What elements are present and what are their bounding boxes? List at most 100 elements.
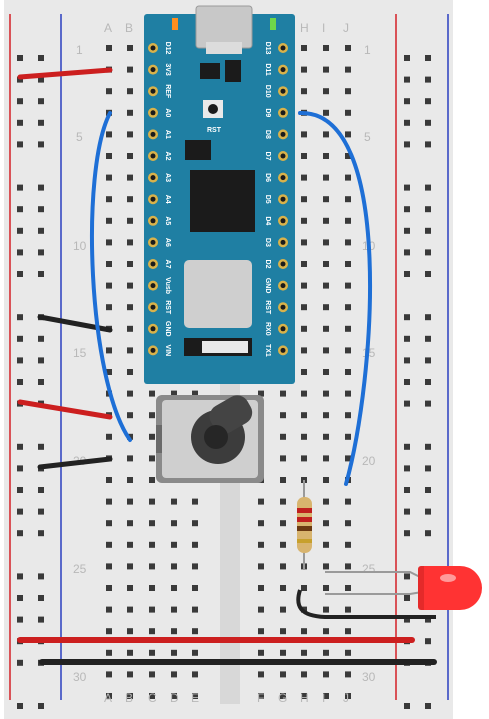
- breadboard-hole: [345, 325, 351, 332]
- arduino-pin-vusb-hole: [150, 283, 156, 289]
- rail-hole: [425, 141, 431, 148]
- rail-hole: [404, 487, 410, 493]
- breadboard-hole: [301, 196, 307, 203]
- breadboard-hole: [258, 541, 264, 548]
- arduino-nano[interactable]: RST D123V3REFA0A1A2A3A4A5A6A7VusbRSTGNDV…: [144, 5, 295, 384]
- resistor-band-2: [297, 517, 312, 522]
- red-wire-1[interactable]: [17, 67, 113, 80]
- breadboard-hole: [106, 693, 112, 699]
- col-label-e-bottom: E: [191, 691, 199, 705]
- arduino-pin-label-right-gnd: GND: [264, 278, 271, 294]
- col-label-i-top: I: [322, 21, 325, 35]
- breadboard-hole: [192, 649, 198, 656]
- breadboard-hole: [127, 239, 133, 246]
- col-label-h-top: H: [300, 21, 309, 35]
- led[interactable]: [296, 566, 482, 619]
- arduino-pin-label-a3: A3: [164, 173, 171, 182]
- breadboard-hole: [149, 606, 155, 613]
- rail-hole: [404, 98, 410, 105]
- arduino-pin-right-gnd-hole: [280, 283, 286, 289]
- rail-hole: [17, 659, 23, 666]
- resistor-band-3: [297, 526, 312, 531]
- rail-hole: [17, 443, 23, 450]
- breadboard-hole: [323, 369, 329, 375]
- rail-hole: [404, 703, 410, 709]
- breadboard-hole: [192, 628, 198, 635]
- arduino-pin-a7-hole: [150, 261, 156, 267]
- blue-wire-left[interactable]: [90, 111, 132, 442]
- breadboard-hole: [127, 628, 133, 635]
- breadboard-hole: [323, 455, 329, 462]
- rail-hole: [17, 76, 23, 83]
- header-connector-slot: [202, 341, 248, 353]
- breadboard-hole: [323, 217, 329, 224]
- arduino-pin-label-right-d11: D11: [264, 63, 271, 76]
- breadboard-hole: [127, 304, 133, 311]
- led-ground-wire[interactable]: [296, 589, 436, 619]
- breadboard-hole: [301, 693, 307, 699]
- potentiometer[interactable]: [156, 391, 264, 483]
- red-wire-2[interactable]: [17, 399, 113, 420]
- breadboard-hole: [345, 455, 351, 462]
- led-highlight: [440, 574, 456, 582]
- rail-hole: [425, 227, 431, 234]
- black-wire-2[interactable]: [37, 456, 113, 470]
- rail-hole: [38, 76, 44, 83]
- rail-hole: [404, 616, 410, 623]
- resistor[interactable]: [297, 480, 312, 570]
- arduino-pin-label-a1: A1: [164, 130, 171, 139]
- breadboard-hole: [301, 585, 307, 591]
- arduino-pin-right-d4-hole: [280, 218, 286, 224]
- breadboard-hole: [280, 693, 286, 699]
- breadboard-hole: [106, 433, 112, 440]
- rail-hole: [38, 443, 44, 450]
- rail-hole: [404, 335, 410, 342]
- breadboard-hole: [106, 606, 112, 613]
- blue-wire-right[interactable]: [298, 110, 373, 486]
- rail-hole: [404, 227, 410, 234]
- arduino-pin-label-right-d3: D3: [264, 238, 271, 247]
- breadboard-hole: [323, 628, 329, 635]
- col-label-h-bottom: H: [300, 691, 309, 705]
- breadboard-hole: [171, 563, 177, 570]
- breadboard-hole: [301, 131, 307, 138]
- col-label-f-bottom: F: [257, 691, 264, 705]
- breadboard-hole: [323, 606, 329, 613]
- rail-hole: [38, 98, 44, 105]
- breadboard-hole: [323, 131, 329, 138]
- arduino-pin-a4-hole: [150, 196, 156, 202]
- arduino-pin-right-d2-hole: [280, 261, 286, 267]
- arduino-pin-label-right-d9: D9: [264, 108, 271, 117]
- rail-hole: [17, 227, 23, 234]
- rail-hole: [38, 249, 44, 256]
- arduino-pin-a2-hole: [150, 153, 156, 159]
- breadboard-hole: [192, 390, 198, 397]
- breadboard-hole: [127, 45, 133, 51]
- breadboard-hole: [345, 131, 351, 138]
- breadboard-hole: [258, 498, 264, 505]
- row-label-25-right: 25: [362, 562, 376, 576]
- rail-hole: [404, 141, 410, 148]
- rail-hole: [425, 271, 431, 277]
- rail-hole: [404, 271, 410, 277]
- breadboard-hole: [149, 455, 155, 462]
- rail-hole: [38, 357, 44, 364]
- breadboard-hole: [345, 66, 351, 73]
- rail-hole: [38, 271, 44, 277]
- arduino-pin-label-a7: A7: [164, 260, 171, 269]
- rail-hole: [17, 249, 23, 256]
- reset-button-cap[interactable]: [208, 104, 218, 114]
- breadboard-hole: [171, 498, 177, 505]
- rail-hole: [17, 184, 23, 191]
- arduino-pin-label-a6: A6: [164, 238, 171, 247]
- breadboard-hole: [149, 671, 155, 678]
- col-label-b-top: B: [125, 21, 133, 35]
- arduino-pin-right-d5-hole: [280, 196, 286, 202]
- arduino-pin-right-rx0-hole: [280, 326, 286, 332]
- breadboard-hole: [301, 412, 307, 419]
- arduino-pin-label-d13: D13: [264, 42, 271, 55]
- arduino-pin-a0-hole: [150, 110, 156, 116]
- breadboard-hole: [106, 585, 112, 591]
- arduino-pin-label-vin: VIN: [164, 345, 171, 357]
